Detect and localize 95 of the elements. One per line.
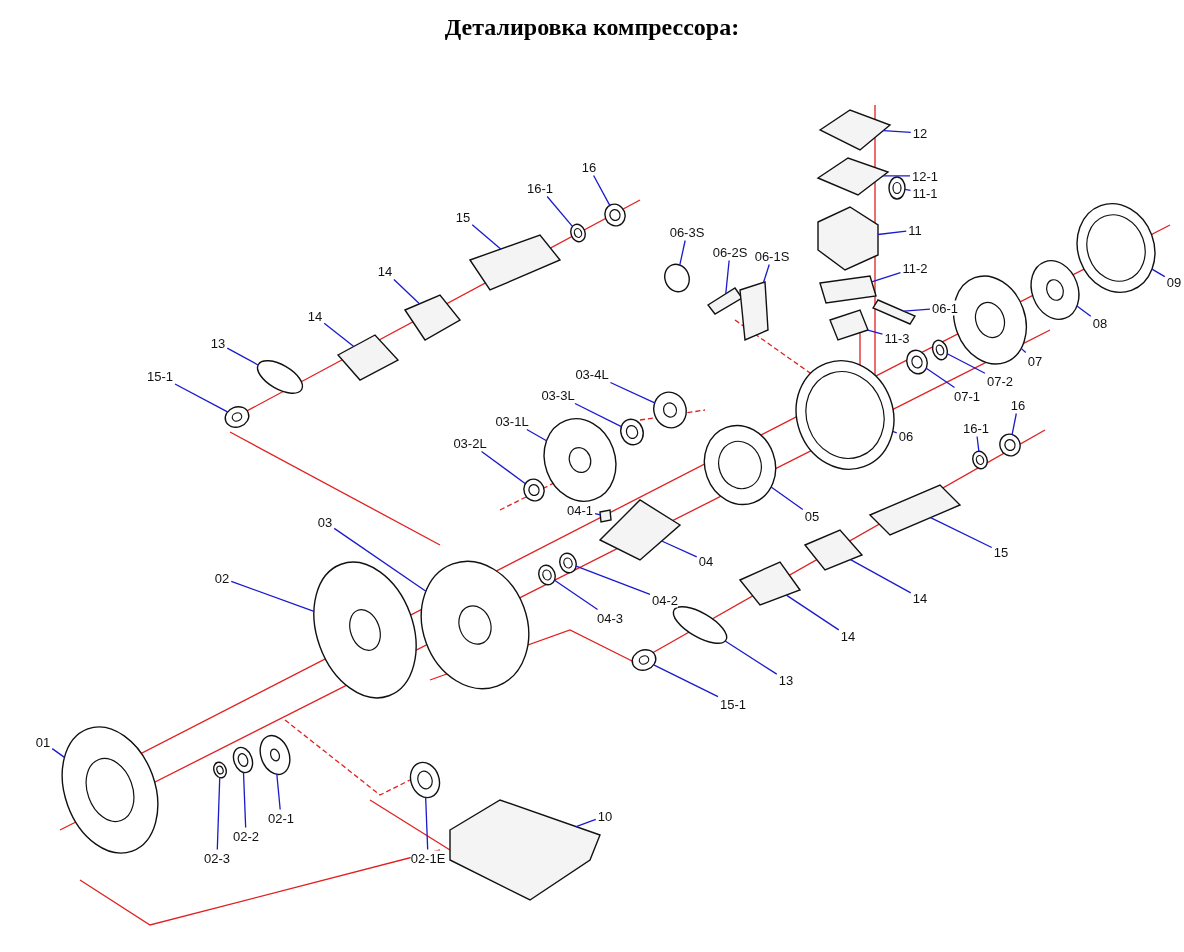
leader-line: [480, 450, 527, 485]
leader-line: [575, 818, 597, 828]
leader-line: [230, 580, 315, 613]
ring-part: [931, 339, 949, 361]
ring-part: [664, 263, 690, 293]
leader-line: [882, 175, 911, 177]
ring-part: [61, 726, 159, 854]
leader-line: [661, 540, 698, 558]
leader-line: [174, 383, 229, 413]
leader-line: [333, 527, 427, 592]
ring-part: [420, 560, 530, 690]
diagram-title: Деталировка компрессора:: [443, 14, 741, 41]
part-drawing: [599, 509, 612, 523]
leader-line: [276, 773, 281, 811]
ring-part: [313, 561, 417, 699]
leader-line: [770, 486, 804, 511]
part-drawing: [829, 309, 869, 341]
part-drawing: [819, 275, 877, 304]
ring-part: [620, 418, 644, 446]
leader-line: [849, 559, 912, 594]
leader-line: [882, 129, 912, 134]
leader-line: [929, 516, 993, 549]
leader-line: [1151, 268, 1166, 278]
ring-part: [559, 552, 577, 574]
ring-part: [972, 450, 988, 470]
part-drawing: [738, 561, 802, 606]
leader-line: [323, 322, 355, 348]
leader-line: [226, 347, 259, 366]
leader-line: [592, 174, 611, 206]
leader-line: [425, 796, 429, 851]
leader-line: [546, 195, 574, 228]
ring-part: [631, 649, 657, 671]
part-drawing: [468, 234, 562, 291]
part-drawing: [598, 499, 682, 561]
ring-part: [888, 176, 906, 200]
ring-part: [523, 478, 545, 502]
leader-line: [867, 329, 884, 335]
ring-part: [570, 223, 586, 243]
callout-number: 02-1E: [410, 850, 446, 866]
ring-part: [672, 606, 728, 644]
leader-line: [724, 640, 778, 675]
ring-part: [543, 418, 617, 502]
part-drawing: [871, 299, 917, 325]
part-drawing: [706, 287, 743, 315]
leader-line: [575, 565, 651, 595]
ring-part: [703, 424, 777, 506]
ring-part: [224, 406, 250, 428]
leader-line: [216, 776, 221, 851]
part-drawing: [336, 334, 400, 381]
ring-part: [1076, 203, 1156, 293]
ring-part: [999, 433, 1021, 457]
leader-line: [553, 579, 599, 611]
part-drawing: [816, 157, 890, 196]
leader-line: [1076, 305, 1092, 317]
leader-line: [762, 263, 770, 284]
part-drawing: [868, 484, 962, 536]
leader-line: [526, 428, 548, 442]
leader-line: [594, 512, 601, 516]
ring-part: [795, 360, 895, 470]
ring-part: [653, 391, 687, 429]
ring-part: [1030, 260, 1080, 320]
part-drawing: [803, 529, 864, 571]
callout-number: 06-1: [932, 300, 958, 316]
ring-part: [213, 761, 227, 779]
leader-line: [871, 272, 902, 283]
ring-part: [256, 360, 304, 394]
part-drawing: [818, 109, 892, 151]
ring-part: [409, 761, 441, 799]
part-drawing: [403, 294, 462, 341]
leader-line: [393, 278, 421, 305]
leader-line: [242, 771, 247, 829]
leader-line: [904, 188, 912, 192]
part-drawing: [739, 281, 769, 342]
leader-line: [725, 259, 730, 295]
ring-part: [232, 746, 254, 774]
ring-part: [604, 203, 626, 227]
ring-part: [259, 734, 291, 776]
leader-line: [976, 435, 980, 452]
leader-line: [925, 367, 956, 389]
leader-line: [574, 402, 622, 428]
leader-line: [892, 430, 898, 434]
leader-line: [679, 239, 686, 266]
leader-line: [946, 353, 986, 374]
leader-line: [1011, 412, 1017, 436]
leader-line: [609, 381, 656, 404]
leader-line: [653, 664, 719, 698]
leader-line: [903, 308, 931, 312]
ring-part: [538, 564, 556, 586]
ring-part: [906, 349, 928, 375]
leader-line: [471, 224, 502, 250]
part-drawing: [817, 206, 879, 271]
leader-line: [877, 230, 907, 236]
leader-line: [51, 747, 66, 759]
leader-line: [785, 594, 840, 631]
leader-line: [1020, 347, 1027, 354]
